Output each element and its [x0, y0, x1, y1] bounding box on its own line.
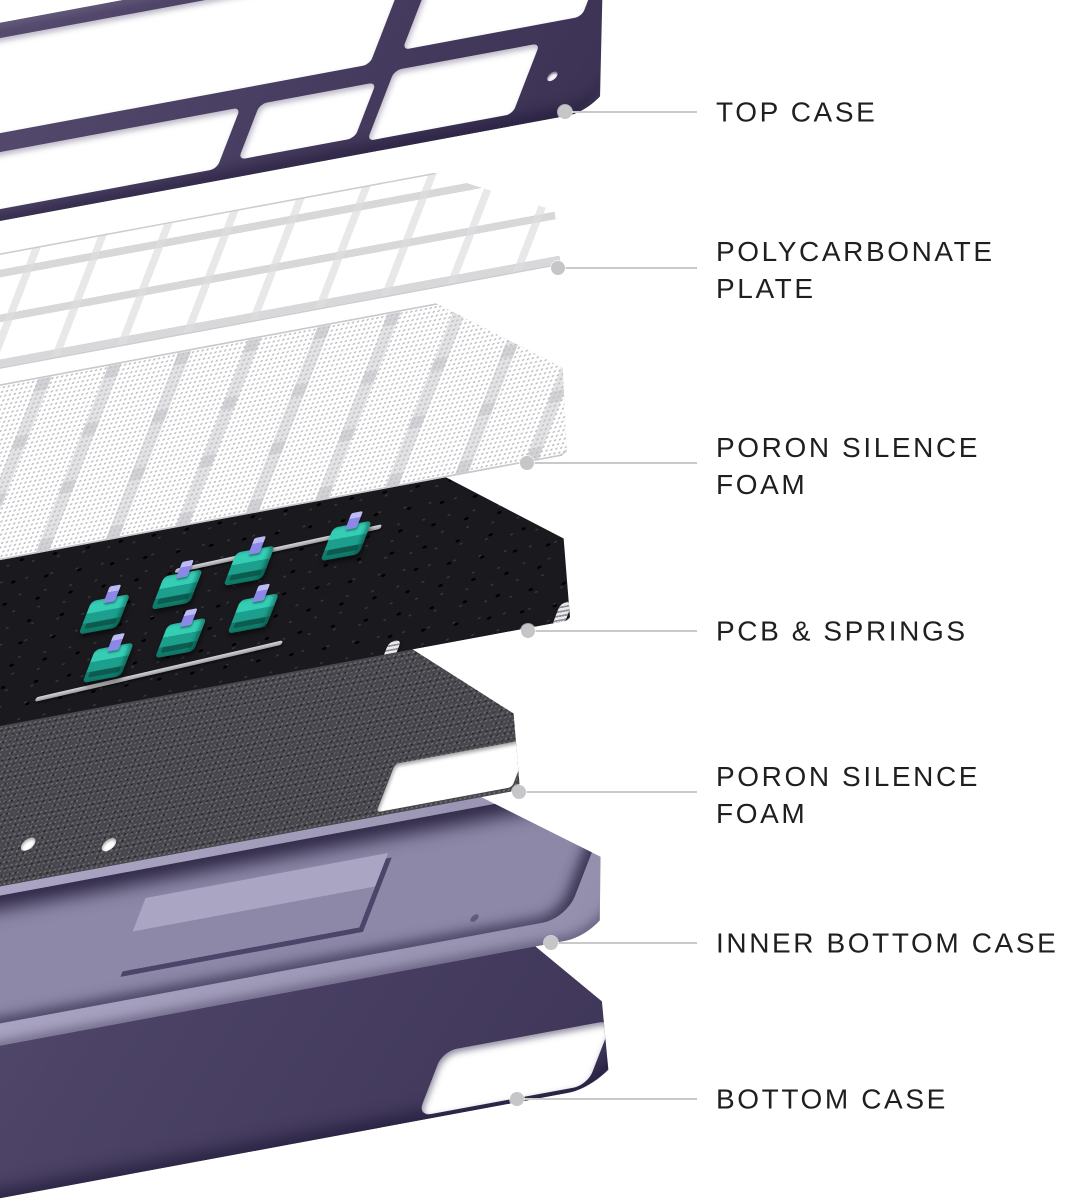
leader-line — [551, 942, 697, 944]
leader-dot — [512, 785, 526, 799]
leader-line — [517, 1098, 697, 1100]
spring — [550, 465, 572, 492]
part-label: INNER BOTTOM CASE — [716, 927, 1059, 959]
leader-line — [519, 791, 697, 793]
screw-hole — [546, 71, 559, 82]
spring — [565, 538, 587, 565]
top-case-opening — [238, 82, 376, 159]
leader-line — [528, 630, 697, 632]
part-label: TOP CASE — [716, 96, 878, 128]
switch — [223, 546, 275, 587]
foam-cutout — [376, 739, 531, 813]
spring — [551, 601, 573, 628]
top-case-opening — [367, 43, 540, 141]
leader-dot — [558, 105, 572, 119]
leader-dot — [510, 1092, 524, 1106]
screw-hole — [289, 181, 302, 192]
leader-line — [565, 111, 697, 113]
switch — [155, 618, 207, 659]
leader-line — [558, 267, 697, 269]
switch — [227, 593, 279, 634]
leader-dot — [544, 936, 558, 950]
switch — [320, 521, 372, 562]
screw-hole — [570, 817, 581, 826]
leader-line — [527, 462, 697, 464]
leader-dot — [551, 261, 565, 275]
top-case-opening — [402, 0, 617, 50]
switch — [78, 594, 130, 635]
part-label: BOTTOM CASE — [716, 1083, 948, 1115]
switch — [151, 569, 203, 610]
leader-dot — [521, 624, 535, 638]
part-label: PCB & SPRINGS — [716, 615, 968, 647]
foam-hole — [100, 837, 119, 853]
leader-dot — [520, 456, 534, 470]
foam-hole — [19, 836, 38, 852]
